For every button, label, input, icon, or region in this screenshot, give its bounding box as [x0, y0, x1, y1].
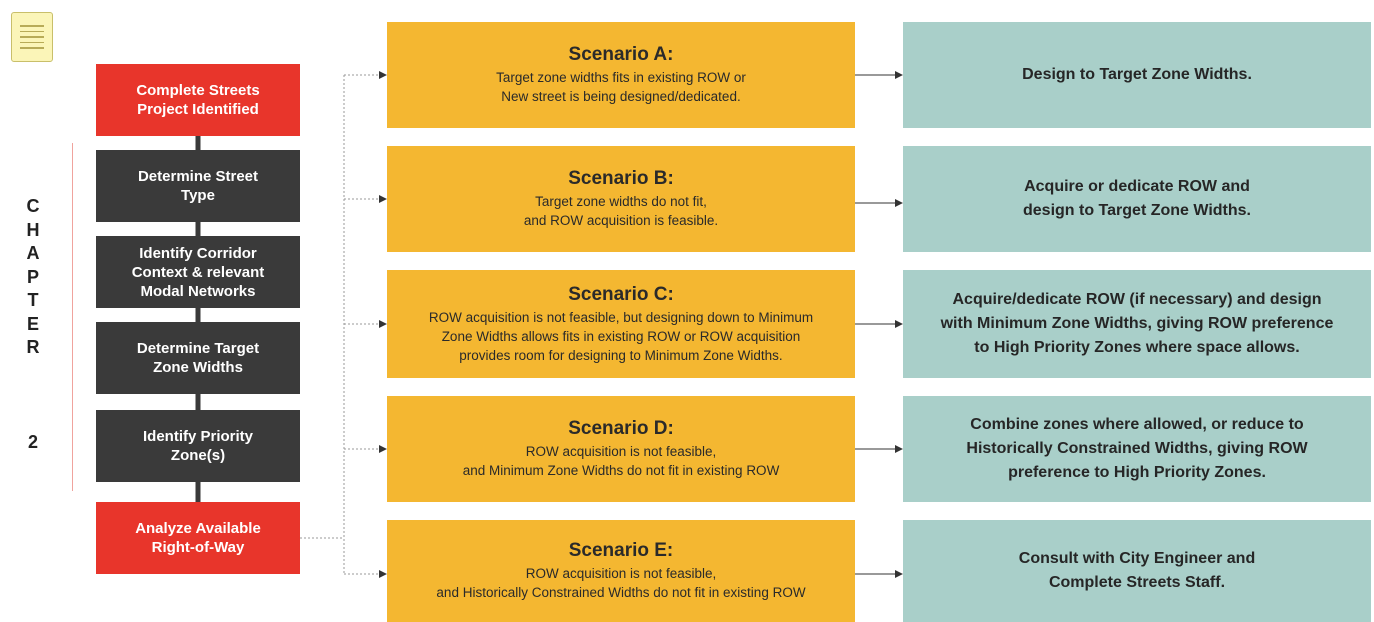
chapter-letter: A — [26, 243, 40, 263]
menu-button[interactable] — [11, 12, 53, 62]
step-priority-zones: Identify Priority Zone(s) — [96, 410, 300, 482]
scenario-title: Scenario E: — [568, 540, 674, 561]
scenario-a-box: Scenario A: Target zone widths fits in e… — [387, 22, 855, 128]
step-corridor-context: Identify Corridor Context & relevant Mod… — [96, 236, 300, 308]
scenario-e-box: Scenario E: ROW acquisition is not feasi… — [387, 520, 855, 622]
scenario-d-box: Scenario D: ROW acquisition is not feasi… — [387, 396, 855, 502]
scenario-title: Scenario A: — [568, 44, 674, 65]
step-analyze-row: Analyze Available Right-of-Way — [96, 502, 300, 574]
scenario-description: ROW acquisition is not feasible, but des… — [428, 309, 814, 363]
chapter-bracket — [72, 143, 73, 491]
chapter-letter: T — [27, 290, 39, 310]
scenario-description: ROW acquisition is not feasible, and His… — [436, 566, 806, 600]
chapter-letter: P — [26, 266, 39, 287]
scenario-title: Scenario D: — [568, 418, 674, 439]
step-target-zone-widths: Determine Target Zone Widths — [96, 322, 300, 394]
scenario-description: Target zone widths fits in existing ROW … — [496, 70, 746, 104]
scenario-c-box: Scenario C: ROW acquisition is not feasi… — [387, 270, 855, 378]
scenario-title: Scenario C: — [568, 283, 674, 305]
scenario-title: Scenario B: — [568, 168, 674, 189]
outcome-e-box: Consult with City Engineer and Complete … — [903, 520, 1371, 622]
scenario-description: Target zone widths do not fit, and ROW a… — [523, 194, 719, 228]
outcome-d-box: Combine zones where allowed, or reduce t… — [903, 396, 1371, 502]
chapter-letter: H — [26, 219, 40, 240]
scenario-b-box: Scenario B: Target zone widths do not fi… — [387, 146, 855, 252]
chapter-letter: C — [26, 196, 40, 216]
outcome-b-box: Acquire or dedicate ROW and design to Ta… — [903, 146, 1371, 252]
chapter-letter: R — [26, 337, 40, 357]
chapter-number: 2 — [27, 432, 38, 452]
chapter-label: C H A P T E R — [22, 195, 44, 360]
scenario-description: ROW acquisition is not feasible, and Min… — [462, 444, 780, 478]
step-project-identified: Complete Streets Project Identified — [96, 64, 300, 136]
step-street-type: Determine Street Type — [96, 150, 300, 222]
chapter-letter: E — [26, 313, 39, 334]
outcome-c-box: Acquire/dedicate ROW (if necessary) and … — [903, 270, 1371, 378]
outcome-a-box: Design to Target Zone Widths. — [903, 22, 1371, 128]
hamburger-menu-icon — [20, 25, 44, 27]
